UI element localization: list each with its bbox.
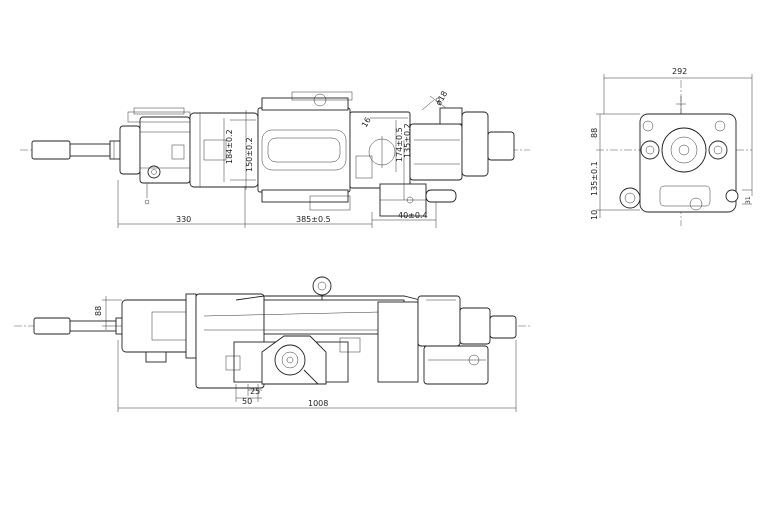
dim-1008: 1008 bbox=[308, 399, 328, 408]
dim-385: 385±0.5 bbox=[296, 215, 331, 224]
drill-rod bbox=[31, 140, 121, 160]
dim-50: 50 bbox=[242, 397, 252, 406]
side-rear-section bbox=[377, 295, 517, 385]
gear-cover bbox=[261, 335, 327, 385]
dim-25: 25 bbox=[250, 387, 260, 396]
dim-135-top: 135±0.2 bbox=[403, 123, 412, 158]
dim-150: 150±0.2 bbox=[245, 137, 254, 172]
top-view-dimensions bbox=[117, 95, 447, 228]
side-view-dimensions bbox=[102, 296, 517, 412]
rear-motor bbox=[409, 97, 515, 181]
dim-174: 174±0.5 bbox=[395, 127, 404, 162]
dim-330: 330 bbox=[176, 215, 191, 224]
dim-31-end: 31 bbox=[745, 196, 752, 204]
side-front-head bbox=[121, 293, 197, 363]
central-body bbox=[257, 91, 353, 211]
end-left-boss bbox=[619, 187, 641, 209]
dim-292: 292 bbox=[672, 67, 687, 76]
lifting-eye bbox=[312, 276, 332, 300]
dim-10-end: 10 bbox=[590, 210, 599, 220]
dim-phi18: ø18 bbox=[434, 89, 449, 107]
dim-184: 184±0.2 bbox=[225, 129, 234, 164]
end-bore-outer bbox=[661, 127, 707, 173]
valve-block bbox=[379, 183, 457, 217]
dim-88-side: 88 bbox=[94, 306, 103, 316]
dim-40: 40±0.4 bbox=[398, 211, 428, 220]
front-head bbox=[119, 107, 191, 205]
dim-88-end: 88 bbox=[590, 128, 599, 138]
side-view bbox=[14, 276, 530, 412]
end-view bbox=[596, 74, 753, 226]
dim-135-end: 135±0.1 bbox=[590, 161, 599, 196]
dim-16: 16 bbox=[360, 116, 373, 129]
top-view: 330 385±0.5 40±0.4 184±0.2 150±0.2 174±0… bbox=[20, 89, 530, 228]
